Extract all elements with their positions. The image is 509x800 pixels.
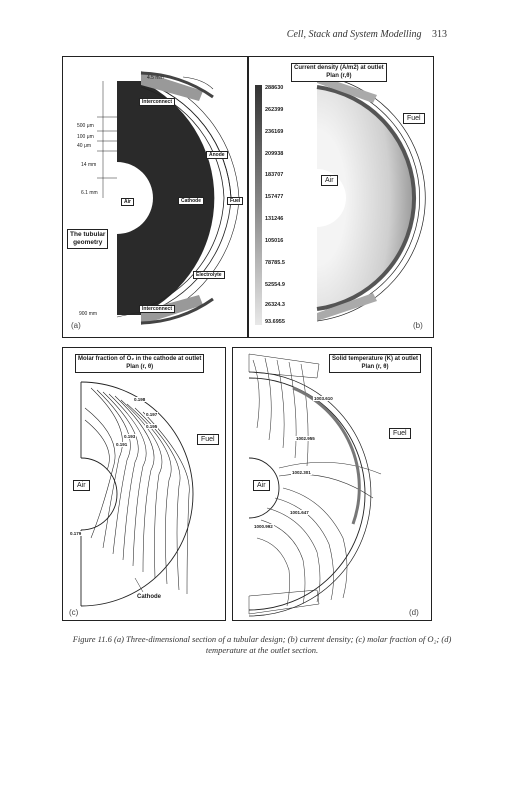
panel-c-oxygen-fraction: Molar fraction of O₂ in the cathode at o…: [62, 347, 226, 621]
air-tag: Air: [253, 480, 270, 491]
contour-0198: 0.198: [133, 397, 147, 402]
legend-value-12: 93.6955: [265, 319, 285, 325]
panel-c-label: (c): [69, 608, 79, 617]
cathode-label: Cathode: [137, 594, 161, 600]
panel-c-title: Molar fraction of O₂ in the cathode at o…: [75, 354, 205, 373]
legend-value-4: 209938: [265, 151, 284, 157]
legend-value-9: 78785.5: [265, 260, 285, 266]
air-tag: Air: [321, 175, 338, 186]
bottom-dimension: 900 mm: [79, 311, 98, 317]
fuel-tag: Fuel: [403, 113, 425, 124]
panel-d-solid-temperature: Solid temperature (K) at outlet Plan (r,…: [232, 347, 432, 621]
legend-value-10: 52554.9: [265, 282, 285, 288]
dimension-61mm: 6.1 mm: [81, 190, 98, 196]
dimension-40um: 40 μm: [77, 143, 91, 149]
legend-value-11: 26324.3: [265, 302, 285, 308]
panel-b-label: (b): [413, 321, 423, 330]
air-label: Air: [121, 198, 134, 206]
panel-d-label: (d): [409, 608, 419, 617]
interconnect-top-label: Interconnect: [139, 98, 176, 106]
panel-b-drawing: [255, 74, 426, 325]
contour-0197: 0.197: [145, 412, 159, 417]
panel-c-drawing: [80, 381, 194, 607]
legend-value-7: 131246: [265, 216, 284, 222]
contour-1001647: 1001.647: [289, 510, 310, 515]
legend-value-8: 105016: [265, 238, 284, 244]
panel-a-label: (a): [71, 321, 81, 330]
contour-1000992: 1000.992: [253, 524, 274, 529]
dimension-100um: 100 μm: [77, 134, 94, 140]
legend-value-3: 236169: [265, 129, 284, 135]
contour-1002955: 1002.955: [295, 436, 316, 441]
legend-value-6: 157477: [265, 194, 284, 200]
panel-a-drawing: [97, 71, 240, 325]
contour-1002301: 1002.301: [291, 470, 312, 475]
contour-0193: 0.193: [123, 434, 137, 439]
running-head: Cell, Stack and System Modelling 313: [287, 29, 447, 40]
legend-value-2: 262399: [265, 107, 284, 113]
interconnect-bottom-label: Interconnect: [139, 305, 176, 313]
cathode-label: Cathode: [178, 197, 204, 205]
panel-a-tubular-geometry: 4.5 mm 500 μm 100 μm 40 μm 14 mm 6.1 mm …: [62, 56, 248, 338]
panel-d-title: Solid temperature (K) at outlet Plan (r,…: [329, 354, 422, 373]
contour-0179: 0.179: [69, 531, 83, 536]
anode-label: Anode: [206, 151, 228, 159]
running-head-title: Cell, Stack and System Modelling: [286, 29, 422, 40]
contour-1003610: 1003.610: [313, 396, 334, 401]
panel-b-current-density: Current density (A/m2) at outlet Plan (r…: [248, 56, 434, 338]
fuel-label: Fuel: [227, 197, 244, 205]
legend-value-1: 288630: [265, 85, 284, 91]
panel-d-drawing: [248, 353, 382, 617]
fuel-tag: Fuel: [389, 428, 411, 439]
figure-caption: Figure 11.6 (a) Three-dimensional sectio…: [72, 634, 452, 656]
air-tag: Air: [73, 480, 90, 491]
contour-0195: 0.195: [145, 424, 159, 429]
page-number: 313: [432, 29, 447, 40]
dimension-14mm: 14 mm: [81, 162, 97, 168]
fuel-tag: Fuel: [197, 434, 219, 445]
electrolyte-label: Electrolyte: [193, 271, 225, 279]
tubular-geometry-label: The tubular geometry: [67, 229, 109, 250]
top-dimension: 4.5 mm: [147, 75, 164, 81]
dimension-500um: 500 μm: [77, 123, 94, 129]
panel-b-title: Current density (A/m2) at outlet Plan (r…: [291, 63, 387, 82]
legend-value-5: 183707: [265, 172, 284, 178]
contour-0191: 0.191: [115, 442, 129, 447]
